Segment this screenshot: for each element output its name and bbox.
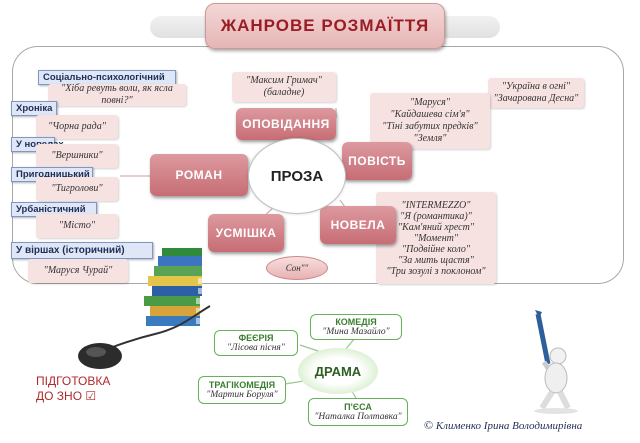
drama-comedy: КОМЕДІЯ "Мина Мазайло" xyxy=(310,314,402,340)
example-in-novellas: "Вершники" xyxy=(36,144,118,168)
example-text: "Три зозулі з поклоном" xyxy=(386,265,486,277)
example-text: (баладне) xyxy=(263,87,305,98)
prose-label: ПРОЗА xyxy=(270,167,324,185)
author-name: Клименко Ірина Володимирівна xyxy=(435,420,583,432)
example-text: "Я (романтика)" xyxy=(400,210,472,222)
genre-story: ОПОВІДАННЯ xyxy=(236,108,336,140)
tag-label: Хроніка xyxy=(16,103,53,114)
drama-genre-name: КОМЕДІЯ xyxy=(335,317,377,327)
example-novella: "INTERMEZZO" "Я (романтика)" "Кам'яний х… xyxy=(376,192,496,284)
genre-label: РОМАН xyxy=(175,168,223,182)
checkbox-icon: ☑ xyxy=(85,389,97,403)
example-socio: "Хіба ревуть воли, як ясла повні?" xyxy=(48,83,186,106)
drama-example: "Мартин Боруля" xyxy=(206,390,278,400)
example-text: "INTERMEZZO" xyxy=(401,199,471,211)
example-text: "Хіба ревуть воли, як ясла повні?" xyxy=(61,83,173,106)
page-title: ЖАНРОВЕ РОЗМАЇТТЯ xyxy=(220,16,430,35)
example-text: "Маруся" xyxy=(410,97,450,108)
example-text: "Кам'яний хрест" xyxy=(397,221,475,233)
prose-center: ПРОЗА xyxy=(248,138,346,214)
example-text: "Максим Гримач" xyxy=(246,75,322,86)
example-text: "Зачарована Десна" xyxy=(493,93,579,104)
tag-label: Пригодницький xyxy=(16,169,90,180)
title-banner: ЖАНРОВЕ РОЗМАЇТТЯ xyxy=(205,3,445,49)
drama-example: "Лісова пісня" xyxy=(227,343,285,353)
zno-label: ПІДГОТОВКА ДО ЗНО ☑ xyxy=(36,374,132,410)
author-credit: © Клименко Ірина Володимирівна xyxy=(424,418,636,438)
zno-line2: ДО ЗНО xyxy=(36,389,83,403)
drama-genre-name: ТРАГІКОМЕДІЯ xyxy=(208,380,276,390)
example-adventure: "Тигролови" xyxy=(36,177,118,201)
example-chronicle: "Чорна рада" xyxy=(36,115,118,139)
example-text: "Подвійне коло" xyxy=(401,243,471,255)
genre-usmishka: УСМІШКА xyxy=(208,214,284,252)
tag-label: У віршах (історичний) xyxy=(16,245,125,256)
drama-genre-name: П'ЄСА xyxy=(344,402,372,412)
example-text: "Вершники" xyxy=(51,150,103,161)
figure-with-pencil-icon xyxy=(534,310,578,414)
tag-chronicle: Хроніка xyxy=(11,101,57,116)
drama-example: "Наталка Полтавка" xyxy=(314,412,402,422)
books-stack-icon xyxy=(144,248,202,326)
example-text: "Тигролови" xyxy=(51,183,103,194)
drama-feeriya: ФЕЄРІЯ "Лісова пісня" xyxy=(214,330,298,356)
example-text: "Україна в огні" xyxy=(501,81,571,92)
drama-center: ДРАМА xyxy=(298,348,378,394)
tag-label: Урбаністичний xyxy=(16,204,86,215)
example-text: "Місто" xyxy=(58,220,96,231)
example-text: "Кайдашева сім'я" xyxy=(390,109,470,120)
example-text: "Земля" xyxy=(413,133,447,144)
example-povist: "Маруся" "Кайдашева сім'я" "Тіні забутих… xyxy=(370,93,490,149)
example-text: "Момент" xyxy=(413,232,459,244)
example-text: "Тіні забутих предків" xyxy=(382,121,478,132)
copyright-icon: © xyxy=(424,418,434,432)
genre-label: ПОВІСТЬ xyxy=(348,154,406,168)
drama-genre-name: ФЕЄРІЯ xyxy=(238,333,274,343)
genre-novella: НОВЕЛА xyxy=(320,206,396,244)
drama-example: "Мина Мазайло" xyxy=(322,327,390,337)
genre-label: НОВЕЛА xyxy=(330,218,386,232)
poem-bubble: Сон"" xyxy=(266,256,328,280)
tag-label: Соціально-психологічний xyxy=(43,72,165,83)
zno-line1: ПІДГОТОВКА xyxy=(36,374,111,388)
drama-label: ДРАМА xyxy=(314,363,362,379)
tag-in-verse-historical: У віршах (історичний) xyxy=(11,242,153,259)
computer-mouse-icon xyxy=(78,305,211,369)
example-text: "Чорна рада" xyxy=(48,121,106,132)
poem-label: Сон"" xyxy=(285,263,309,273)
drama-tragicomedy: ТРАГІКОМЕДІЯ "Мартин Боруля" xyxy=(198,376,286,404)
genre-label: УСМІШКА xyxy=(215,226,277,240)
genre-novel: РОМАН xyxy=(150,154,248,196)
example-story: "Максим Гримач" (баладне) xyxy=(232,72,336,102)
example-in-verse: "Маруся Чурай" xyxy=(28,259,128,283)
example-urban: "Місто" xyxy=(36,214,118,238)
genre-povist: ПОВІСТЬ xyxy=(342,142,412,180)
example-text: "Маруся Чурай" xyxy=(43,265,113,276)
genre-label: ОПОВІДАННЯ xyxy=(242,117,330,131)
example-text: "За мить щастя" xyxy=(398,254,474,266)
drama-play: П'ЄСА "Наталка Полтавка" xyxy=(308,398,408,426)
example-povist-2: "Україна в огні" "Зачарована Десна" xyxy=(488,78,584,108)
